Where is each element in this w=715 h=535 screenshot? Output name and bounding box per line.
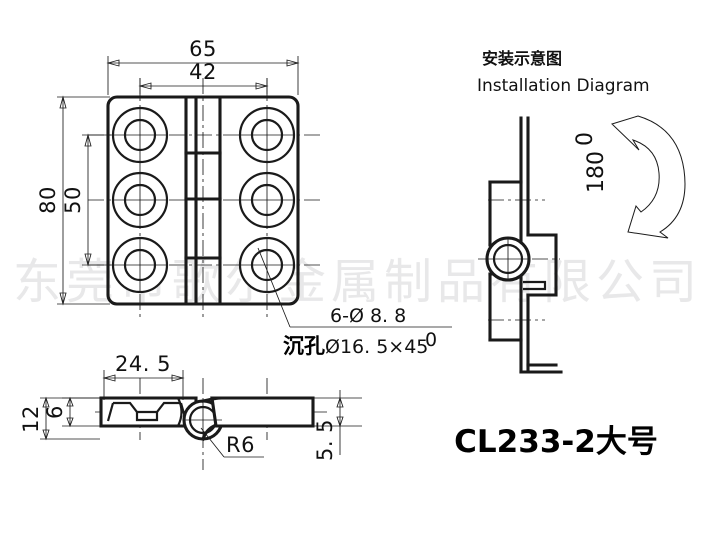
dimension-6: 6 [43,396,100,428]
installation-title-cjk: 安装示意图 [482,49,562,68]
dimension-24-5: 24. 5 [102,352,185,400]
radius-callout: R6 [200,427,264,458]
dimension-65: 65 [106,37,300,95]
dim-label-42: 42 [189,60,217,84]
hole-note-diameter: 6-Ø 8. 8 [330,305,406,327]
front-view-group: 65 42 80 [36,37,452,358]
dimension-50: 50 [61,133,112,267]
dim-label-r6: R6 [226,433,255,457]
dim-label-5-5: 5. 5 [313,419,337,461]
dimension-12: 12 [19,396,100,441]
rotation-arrow-180: 180 0 [573,115,686,239]
dim-label-6: 6 [43,405,67,419]
dim-label-65: 65 [189,37,217,61]
dim-label-24-5: 24. 5 [115,352,171,376]
hole-callout: 6-Ø 8. 8 沉孔 Ø16. 5×45 0 [257,247,452,358]
rotation-label-180: 180 [584,151,609,193]
hole-note-degree-symbol: 0 [425,329,437,351]
dimension-42: 42 [138,60,269,96]
dim-label-50: 50 [61,186,85,214]
hole-note-countersink-cjk: 沉孔 [283,334,325,358]
installation-title-en: Installation Diagram [477,76,650,96]
dimension-5-5: 5. 5 [310,390,362,461]
dim-label-12: 12 [19,405,43,433]
installation-diagram-group: 安装示意图 Installation Diagram [477,49,686,374]
side-view-group: 24. 5 12 6 [19,352,362,470]
knuckle-detail [184,95,222,306]
hinge-tab-detail [523,280,547,291]
hole-note-countersink: Ø16. 5×45 [325,336,428,358]
model-label: CL233-2大号 [454,424,658,460]
dim-label-80: 80 [36,186,60,214]
door-panel [519,116,563,374]
hole-crosshairs [113,108,294,292]
rotation-degree-symbol: 0 [573,132,598,146]
dimension-80: 80 [36,95,110,306]
